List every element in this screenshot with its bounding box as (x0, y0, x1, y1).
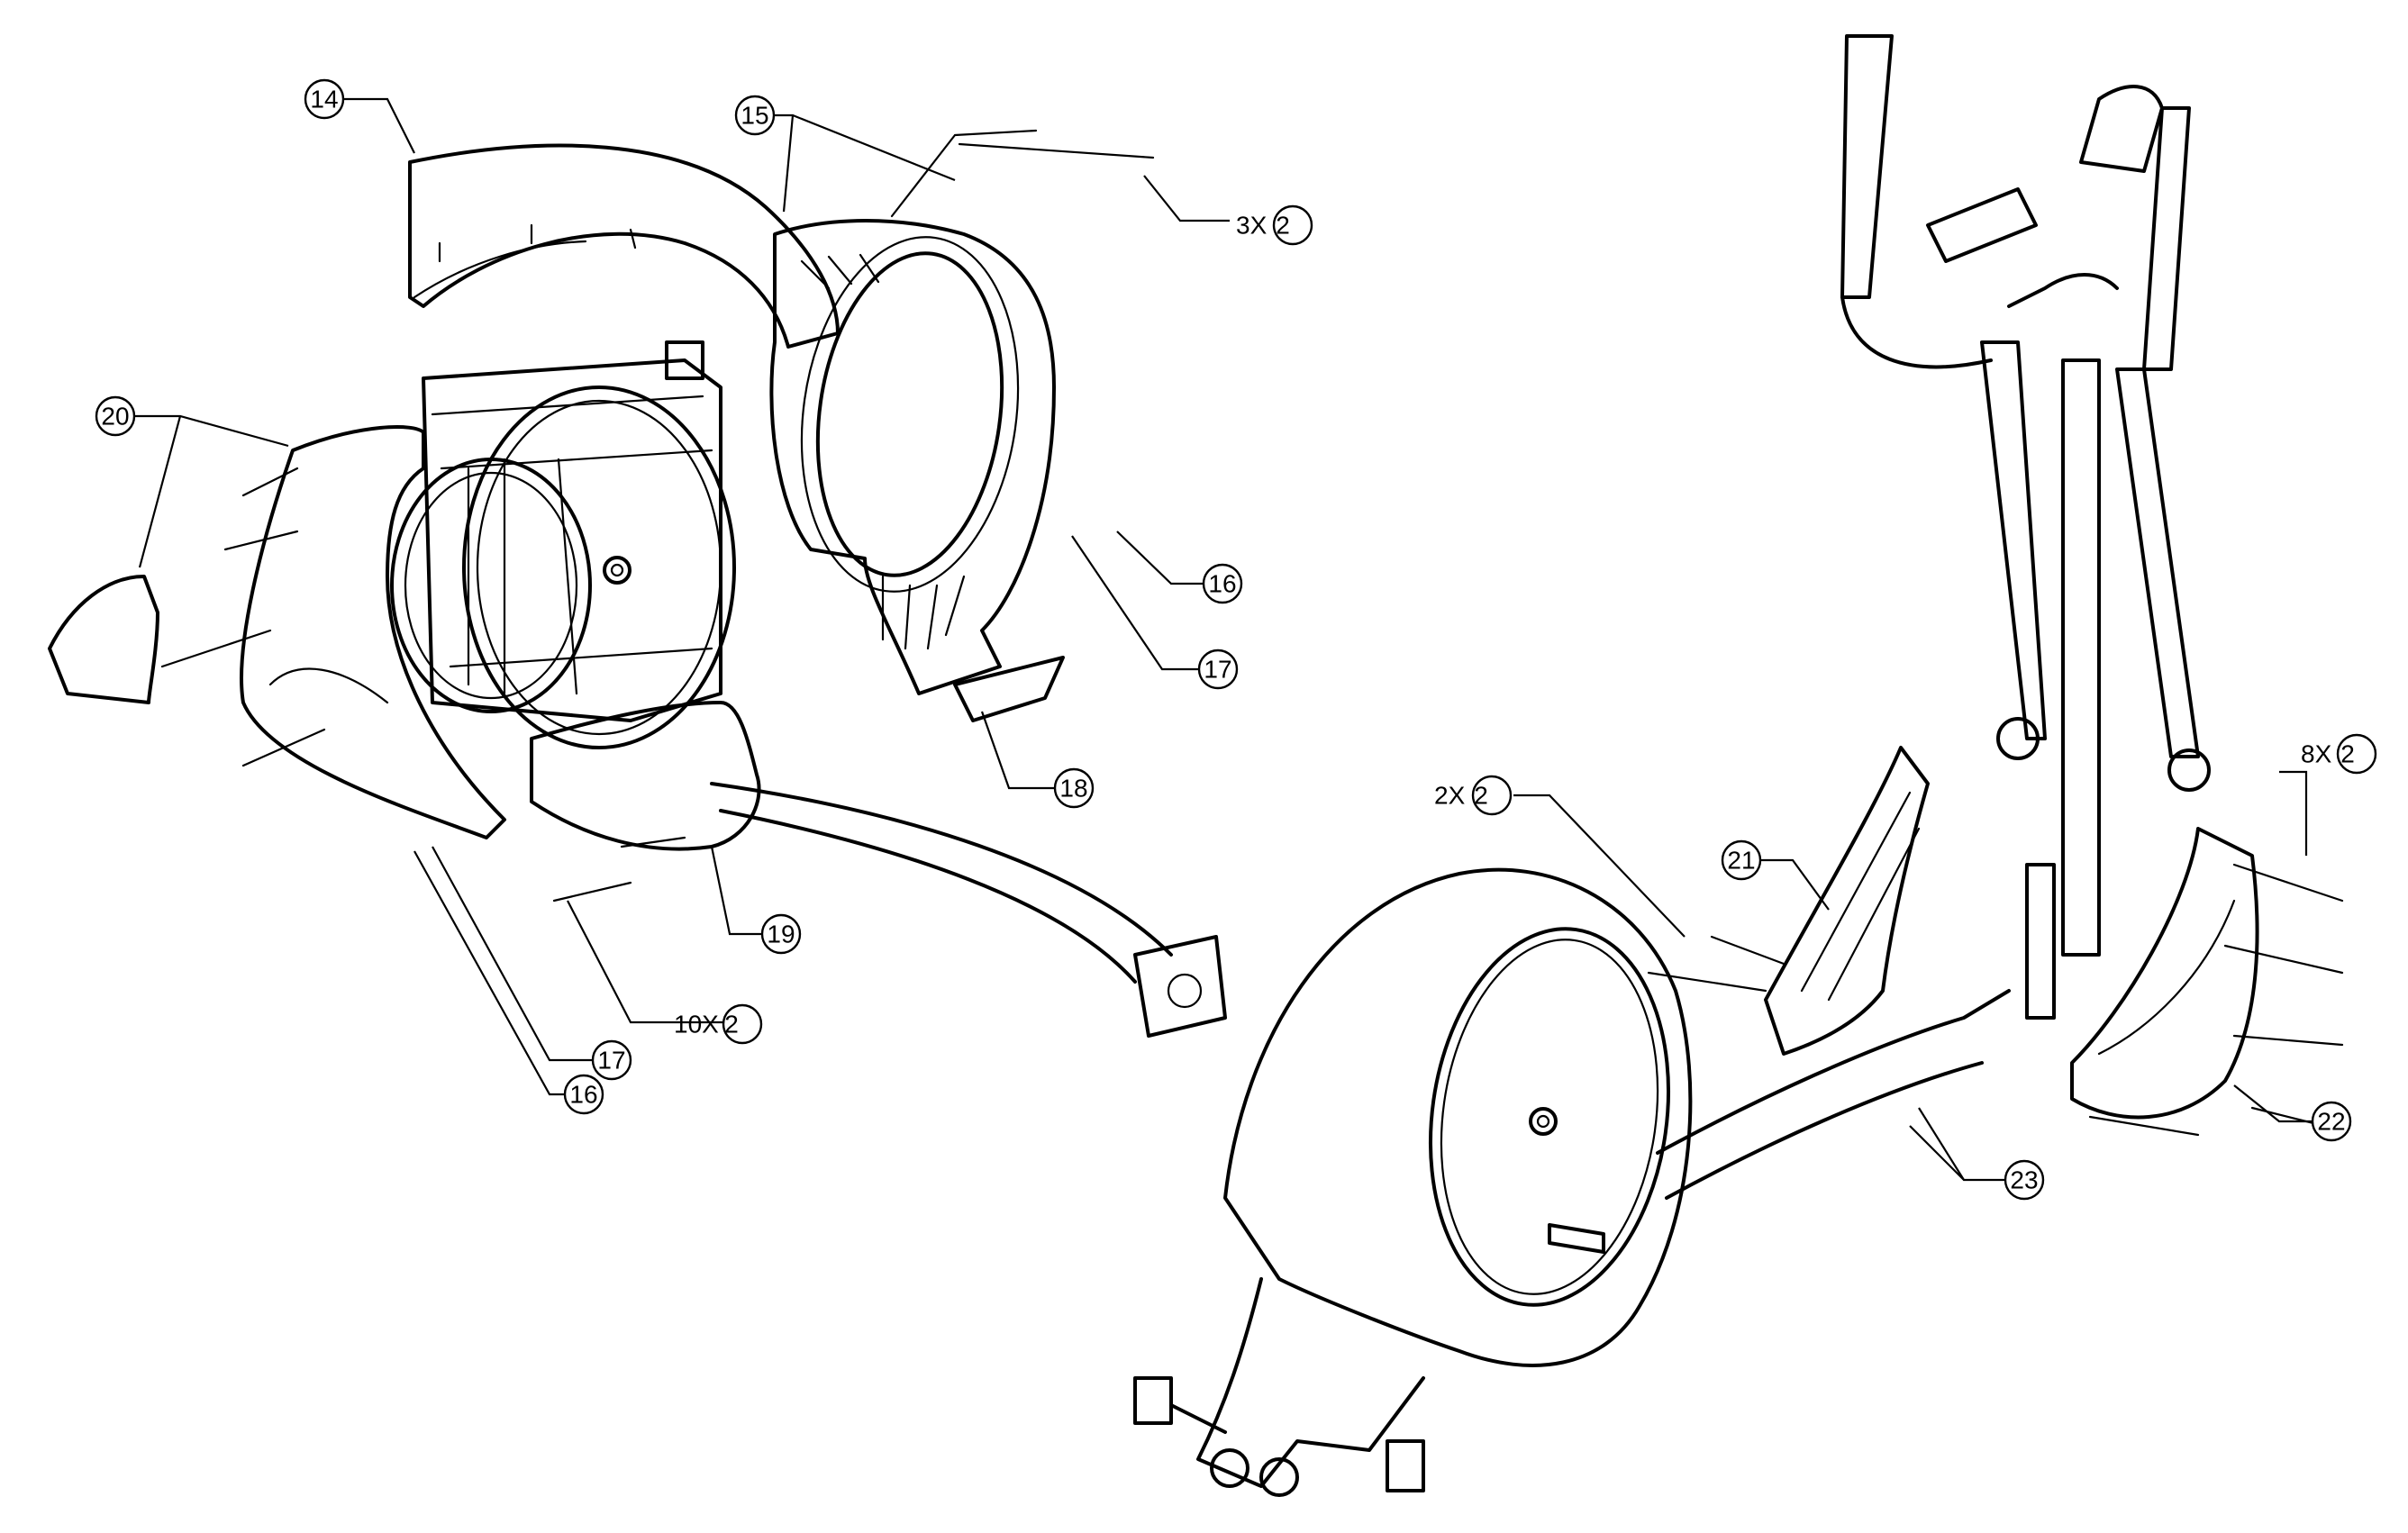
quantity-8x: 8X 2 (2301, 733, 2377, 775)
callout-16-upper: 16 (1202, 563, 1243, 604)
screw-group-left (160, 129, 1155, 903)
callout-14: 14 (304, 78, 345, 120)
callout-18: 18 (1053, 767, 1095, 809)
callout-16-lower: 16 (563, 1074, 604, 1115)
quantity-10x-bubble: 2 (724, 1011, 739, 1039)
callout-16-upper-label: 16 (1208, 570, 1236, 598)
quantity-10x: 10X 2 (674, 1003, 763, 1045)
callout-17-lower: 17 (591, 1039, 632, 1081)
callout-16-lower-label: 16 (569, 1081, 597, 1109)
flywheel-housing (1223, 867, 1693, 1367)
quantity-10x-prefix: 10X (674, 1011, 719, 1039)
callout-17-upper-label: 17 (1204, 656, 1231, 684)
callout-23-label: 23 (2010, 1166, 2038, 1194)
callout-18-label: 18 (1059, 775, 1087, 803)
front-left-shroud-part (48, 425, 506, 839)
callout-22-label: 22 (2317, 1108, 2345, 1136)
callout-19: 19 (760, 913, 802, 955)
right-elliptical-unit (1133, 34, 2344, 1497)
rear-right-shroud-part (2070, 827, 2259, 1120)
quantity-3x-bubble: 2 (1276, 212, 1290, 240)
callout-21-label: 21 (1727, 847, 1755, 875)
callout-19-label: 19 (767, 921, 795, 948)
front-lower-shroud-part (530, 701, 1227, 1038)
quantity-3x-prefix: 3X (1236, 212, 1268, 240)
quantity-3x: 3X 2 (1236, 204, 1313, 246)
callout-15: 15 (734, 95, 776, 136)
frame-beam (1656, 989, 2011, 1200)
callout-leaders (135, 97, 2312, 1182)
callout-20: 20 (95, 395, 136, 437)
callout-17-upper: 17 (1197, 649, 1239, 690)
quantity-2x-bubble: 2 (1474, 782, 1488, 810)
callout-20-label: 20 (101, 403, 129, 431)
base-and-feet (1133, 1277, 1425, 1497)
callout-23: 23 (2004, 1159, 2045, 1201)
rear-left-shroud-part (1764, 746, 1930, 1056)
callout-21: 21 (1721, 839, 1762, 881)
quantity-8x-bubble: 2 (2340, 740, 2355, 768)
upright-column (2025, 358, 2101, 1020)
callout-14-label: 14 (310, 86, 338, 113)
quantity-8x-prefix: 8X (2301, 740, 2332, 768)
screw-group-right (1647, 863, 2344, 1137)
callout-15-label: 15 (741, 102, 768, 130)
left-exploded-assembly (48, 129, 1227, 1038)
quantity-2x-prefix: 2X (1434, 782, 1466, 810)
callout-22: 22 (2311, 1101, 2352, 1142)
callout-17-lower-label: 17 (597, 1047, 625, 1075)
handlebar-arms (1840, 34, 2211, 792)
quantity-2x: 2X 2 (1434, 775, 1513, 816)
rear-shroud-part (769, 219, 1065, 722)
flywheel-cover-ring (390, 386, 736, 749)
